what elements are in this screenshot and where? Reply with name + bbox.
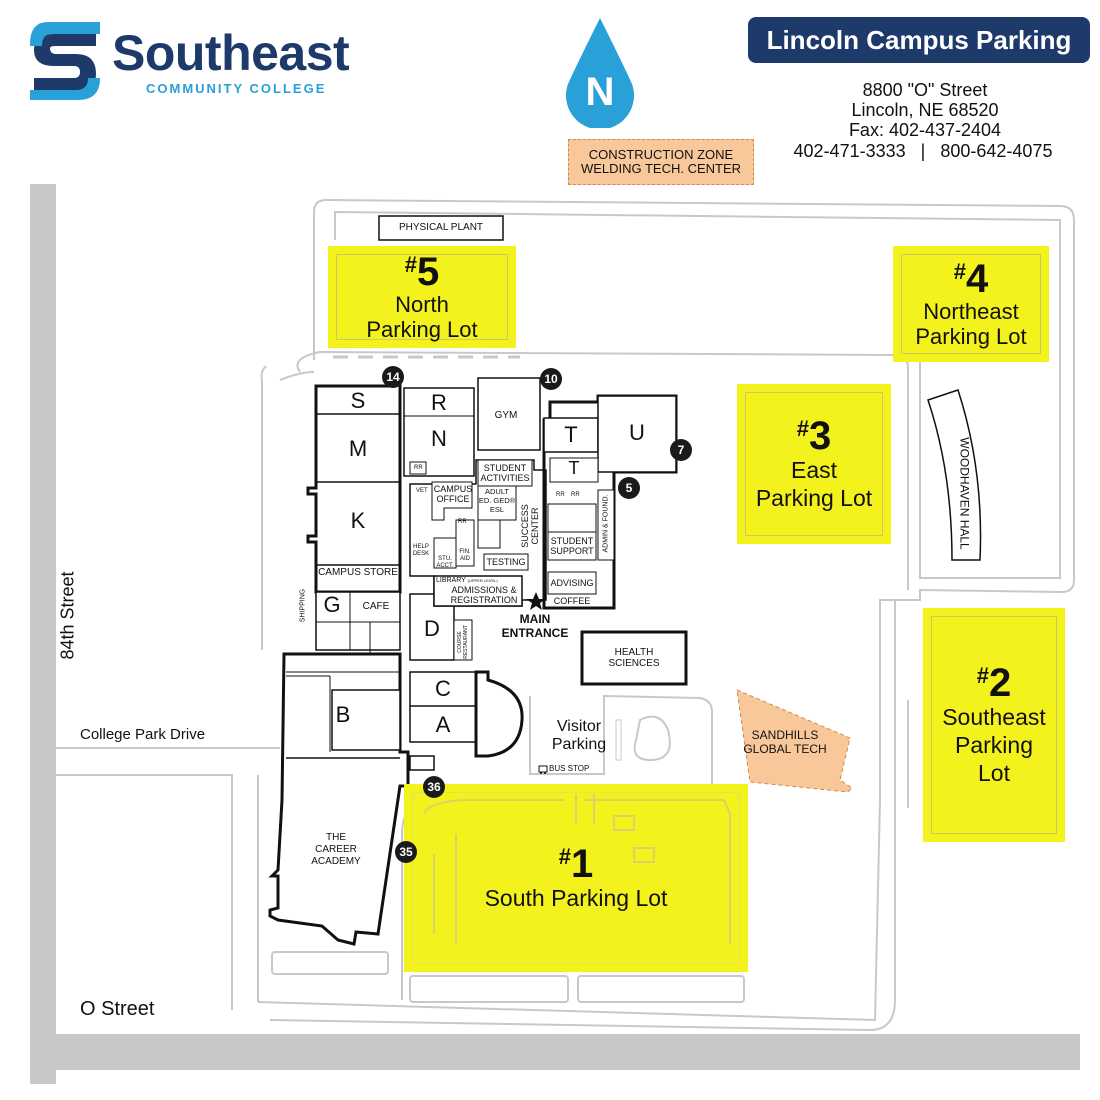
building-smk-outline (306, 382, 402, 594)
south-lot-rows (423, 794, 731, 944)
woodhaven-hall[interactable]: WOODHAVEN HALL (957, 437, 972, 550)
label-college-park-drive: College Park Drive (80, 726, 206, 743)
campus-loop-road (257, 198, 1075, 1022)
visitor-parking[interactable]: Visitor Parking (551, 718, 607, 753)
building-r[interactable]: R (431, 390, 447, 415)
sandhills-global-tech[interactable]: SANDHILLS GLOBAL TECH (743, 728, 827, 756)
road-84th-street (30, 184, 56, 1084)
phone-tollfree[interactable]: 800-642-4075 (940, 141, 1053, 161)
shipping: SHIPPING (299, 588, 307, 623)
entrance-marker-35[interactable]: 35 (395, 841, 417, 863)
entrance-marker-14[interactable]: 14 (382, 366, 404, 388)
address-fax: Fax: 402-437-2404 (848, 120, 1002, 140)
entrance-marker-5[interactable]: 5 (618, 477, 640, 499)
student-activities[interactable]: STUDENT ACTIVITIES (480, 463, 530, 483)
building-k[interactable]: K (350, 508, 366, 533)
career-academy[interactable]: THE CAREER ACADEMY (311, 832, 361, 867)
phone-numbers: 402-471-3333 | 800-642-4075 (778, 141, 1068, 162)
building-d[interactable]: D (424, 616, 440, 641)
library[interactable]: LIBRARY (UPPER LEVEL) (436, 577, 498, 584)
main-entrance[interactable]: MAIN ENTRANCE (501, 612, 569, 640)
adult-ed[interactable]: ADULT ED. GED® ESL (478, 487, 516, 514)
lot-3-east[interactable]: #3 East Parking Lot (737, 384, 891, 544)
phone-local[interactable]: 402-471-3333 (793, 141, 906, 161)
course-restaurant[interactable]: COURSE RESTAURANT (457, 625, 469, 659)
success-center[interactable]: SUCCESS CENTER (520, 504, 540, 548)
college-subtitle: COMMUNITY COLLEGE (146, 81, 327, 96)
restroom-rr-3: RR (556, 492, 565, 498)
entrance-marker-36[interactable]: 36 (423, 776, 445, 798)
physical-plant[interactable]: PHYSICAL PLANT (398, 222, 484, 233)
building-c[interactable]: C (435, 676, 451, 701)
college-name: Southeast (112, 25, 350, 81)
label-o-street: O Street (80, 998, 155, 1020)
compass-letter: N (585, 70, 615, 114)
restroom-rr-4: RR (571, 492, 580, 498)
lot-2-southeast[interactable]: #2 Southeast Parking Lot (923, 608, 1065, 842)
testing[interactable]: TESTING (486, 557, 526, 567)
restroom-rr-1: RR (414, 465, 423, 471)
advising[interactable]: ADVISING (550, 578, 594, 588)
building-woodhaven-hall-outline (927, 389, 982, 561)
page-title: Lincoln Campus Parking (748, 17, 1090, 63)
construction-zone: CONSTRUCTION ZONE WELDING TECH. CENTER (568, 139, 754, 185)
building-s[interactable]: S (350, 388, 366, 413)
phone-separator: | (920, 141, 926, 161)
campus-office[interactable]: CAMPUS OFFICE (433, 484, 473, 504)
building-sandhills-outline (736, 689, 853, 793)
north-compass-icon (566, 18, 634, 128)
main-entrance-star-icon (526, 592, 546, 610)
building-m[interactable]: M (348, 436, 368, 461)
bus-stop-label: BUS STOP (549, 764, 590, 773)
road-o-street (30, 1034, 1080, 1070)
help-desk: HELP DESK (412, 544, 430, 557)
building-b[interactable]: B (335, 702, 351, 727)
lot-4-northeast[interactable]: #4 Northeast Parking Lot (893, 246, 1049, 362)
bus-icon (538, 765, 548, 774)
building-n[interactable]: N (431, 426, 447, 451)
student-support[interactable]: STUDENT SUPPORT (550, 536, 594, 556)
restroom-rr-2: RR (458, 519, 467, 525)
address-city: Lincoln, NE 68520 (851, 100, 999, 120)
building-g[interactable]: G (323, 592, 341, 617)
campus-store[interactable]: CAMPUS STORE (318, 567, 398, 578)
road-college-park-drive (56, 747, 280, 1010)
building-a[interactable]: A (435, 712, 451, 737)
coffee[interactable]: COFFEE (553, 596, 591, 606)
address-street: 8800 "O" Street (862, 80, 988, 100)
cafe[interactable]: CAFE (362, 601, 390, 612)
admissions-registration[interactable]: ADMISSIONS & REGISTRATION (450, 585, 518, 605)
entrance-marker-7[interactable]: 7 (670, 439, 692, 461)
building-u[interactable]: U (629, 420, 645, 445)
address-block: 8800 "O" Street Lincoln, NE 68520 Fax: 4… (780, 80, 1070, 140)
college-logo-icon (30, 22, 100, 100)
lot-5-north[interactable]: #5 North Parking Lot (328, 246, 516, 348)
fin-aid: FIN. AID (459, 549, 471, 562)
vet: VET (416, 488, 428, 494)
entrance-marker-10[interactable]: 10 (540, 368, 562, 390)
admin-found[interactable]: ADMIN & FOUND. (602, 494, 610, 553)
stu-acct: STU. ACCT. (436, 556, 454, 569)
island (633, 715, 671, 762)
health-sciences[interactable]: HEALTH SCIENCES (608, 647, 660, 669)
building-t-upper[interactable]: T (564, 422, 578, 447)
building-t-lower[interactable]: T (568, 458, 580, 478)
label-84th-street: 84th Street (57, 571, 78, 660)
gym[interactable]: GYM (494, 410, 518, 421)
